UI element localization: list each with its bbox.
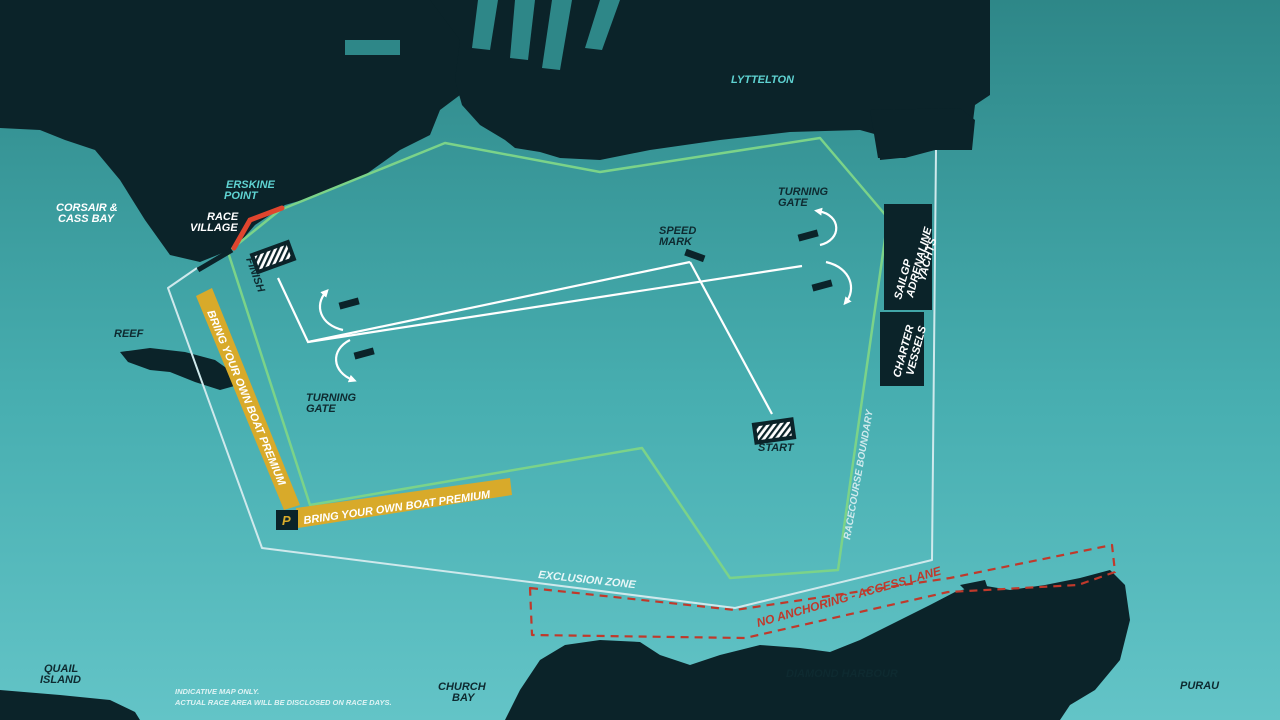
no-anchoring-lane (528, 543, 1117, 640)
speed-mark-label-2: MARK (659, 236, 693, 248)
exclusion-zone-line (167, 149, 937, 609)
start-box (751, 417, 797, 445)
church-bay-label-2: BAY (452, 692, 476, 704)
turning-gate-right-label-2: GATE (778, 197, 808, 209)
disclaimer-line-1: INDICATIVE MAP ONLY. (175, 687, 259, 696)
turning-gate-right-label-1: TURNING (778, 186, 829, 198)
turning-gate-left-label-1: TURNING (306, 392, 357, 404)
erskine-point-label-2: POINT (224, 190, 259, 202)
purau-label: PURAU (1180, 680, 1220, 692)
race-village-label-1: RACE (207, 211, 239, 223)
start-label: START (758, 442, 795, 454)
turning-gate-left-label-2: GATE (306, 403, 336, 415)
reef-label: REEF (114, 328, 144, 340)
corsair-cass-bay-label-1: CORSAIR & (56, 202, 118, 214)
course-lines (277, 260, 803, 415)
turning-marks (338, 229, 833, 360)
erskine-point-label-1: ERSKINE (226, 179, 276, 191)
charter-vessels-zone: CHARTER VESSELS (880, 312, 929, 386)
finish-pier (196, 247, 234, 273)
disclaimer-line-2: ACTUAL RACE AREA WILL BE DISCLOSED ON RA… (174, 698, 392, 707)
corsair-cass-bay-label-2: CASS BAY (58, 213, 116, 225)
racecourse-boundary (226, 136, 890, 580)
race-village-label-2: VILLAGE (190, 222, 238, 234)
turning-arrows (318, 207, 853, 383)
race-village-marker (231, 205, 285, 251)
church-bay-label-1: CHURCH (438, 681, 487, 693)
parking-symbol: P (282, 513, 291, 528)
lyttelton-label: LYTTELTON (731, 74, 795, 86)
diamond-harbour-label: DIAMOND HARBOUR (786, 668, 898, 680)
sailgp-yachts-zone: SAILGP ADRENALINE YACHTS (884, 204, 940, 310)
speed-mark-buoy (684, 248, 706, 263)
speed-mark-label-1: SPEED (659, 225, 696, 237)
finish-box (249, 239, 297, 275)
parking-badge: P (276, 510, 298, 530)
quail-island-label-2: ISLAND (40, 674, 81, 686)
quail-island-label-1: QUAIL (44, 663, 79, 675)
